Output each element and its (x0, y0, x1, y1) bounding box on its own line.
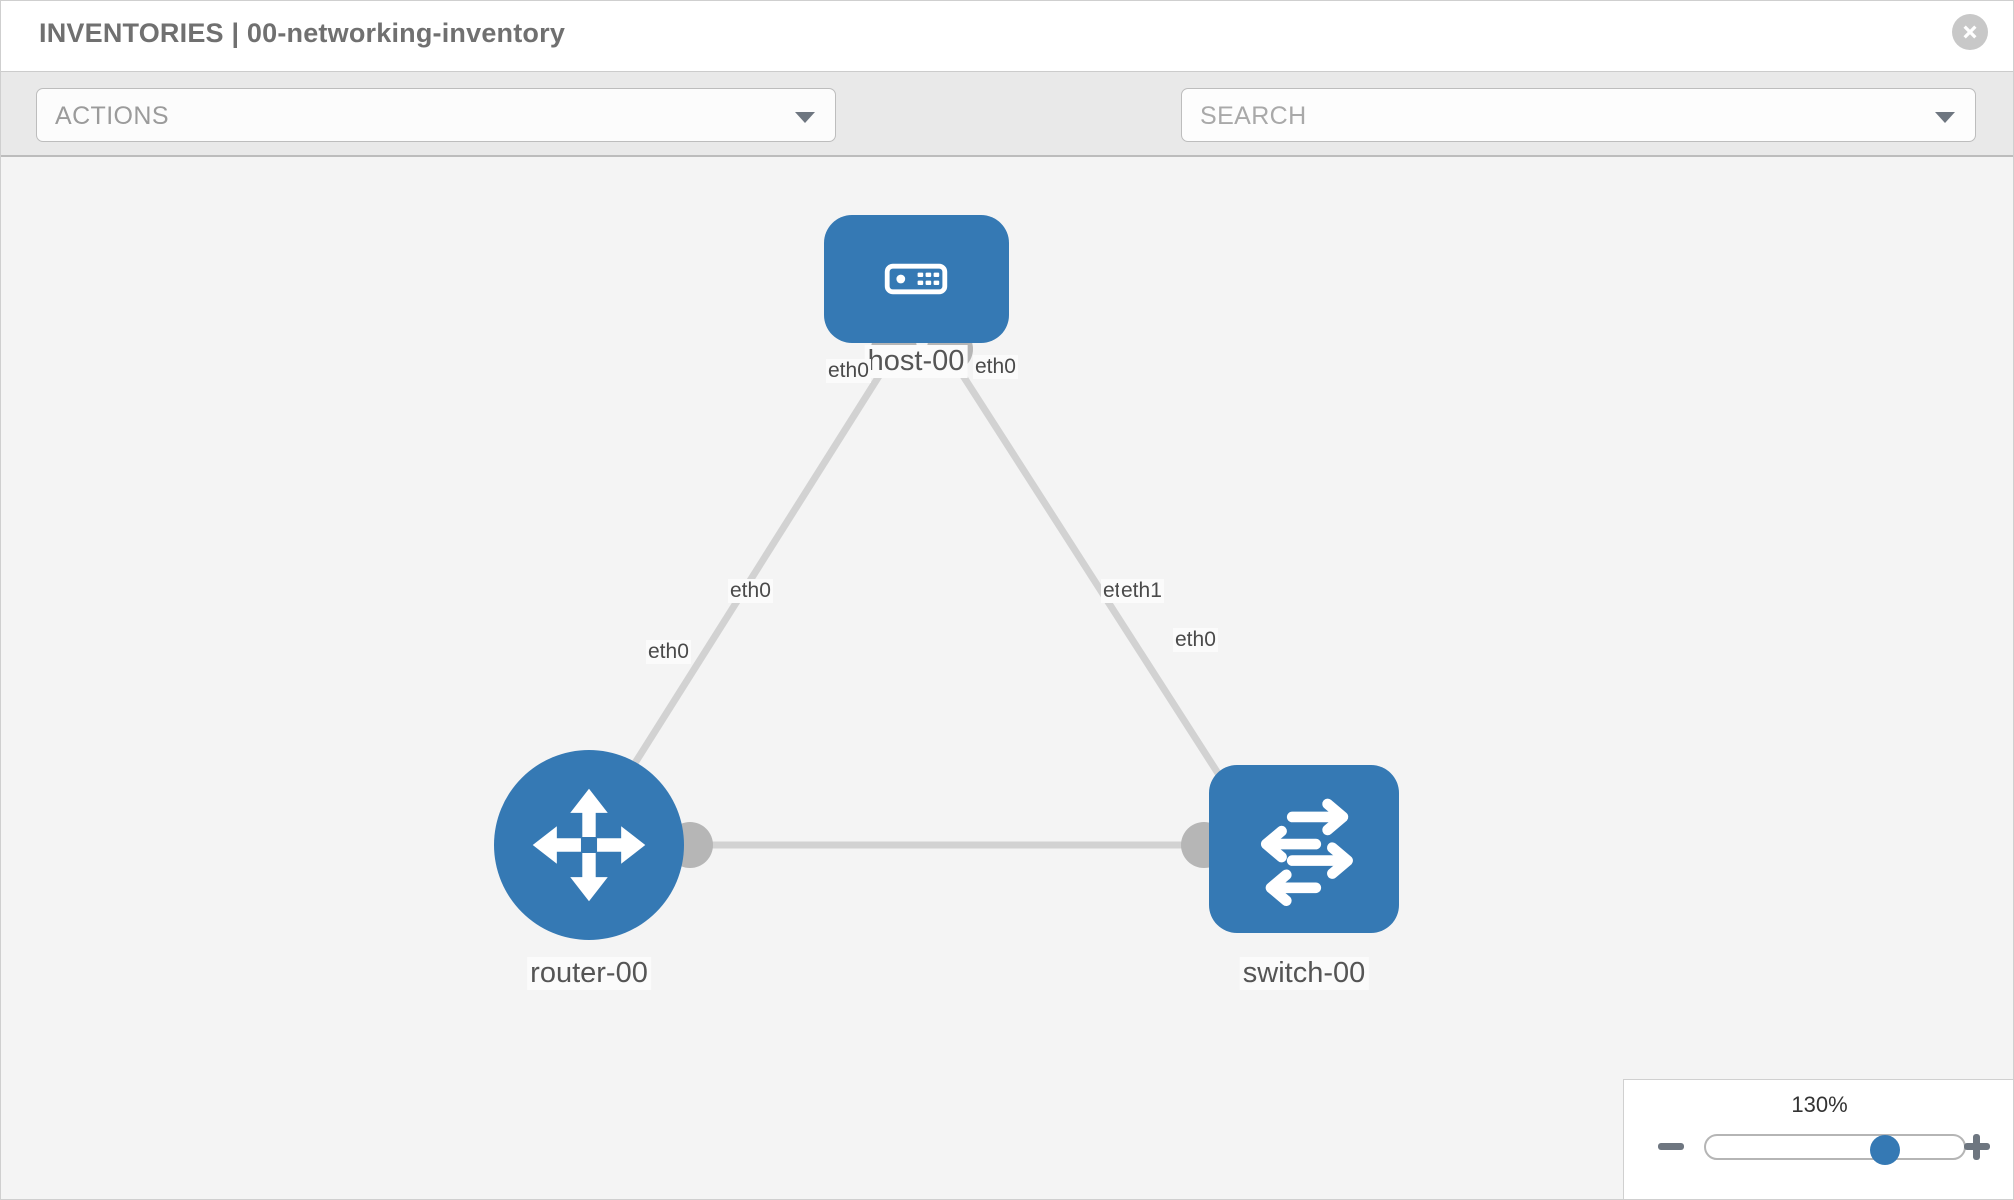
chevron-down-icon (795, 112, 815, 123)
link-host00-switch00[interactable] (948, 355, 1249, 819)
window-header: INVENTORIES | 00-networking-inventory (1, 1, 2013, 71)
interface-label-host00-right: eth0 (973, 355, 1018, 379)
node-label-switch-00: switch-00 (1239, 957, 1369, 990)
close-icon[interactable] (1952, 14, 1988, 50)
node-label-router-00: router-00 (527, 957, 651, 990)
interface-label-switch00-eth0-uplink: eth0 (1173, 628, 1218, 652)
plus-icon[interactable] (1962, 1132, 1992, 1162)
node-router-00[interactable] (494, 750, 684, 940)
interface-label-router00-eth0-uplink: eth0 (646, 640, 691, 664)
page-title: INVENTORIES | 00-networking-inventory (39, 18, 566, 48)
zoom-percent-label: 130% (1791, 1092, 1848, 1117)
minus-icon[interactable] (1656, 1132, 1686, 1162)
interface-label-host00-left: eth0 (826, 359, 871, 383)
actions-dropdown-label: ACTIONS (55, 102, 169, 130)
node-label-host-00: host-00 (864, 345, 968, 378)
node-switch-00[interactable] (1209, 765, 1399, 933)
search-placeholder: SEARCH (1200, 102, 1307, 130)
node-host-00[interactable] (824, 215, 1009, 343)
chevron-down-icon[interactable] (1935, 112, 1955, 123)
interface-label-router00-eth0: eth0 (728, 579, 773, 603)
actions-dropdown[interactable]: ACTIONS (36, 88, 836, 142)
topology-canvas[interactable]: host-00 router-00 switch-00 eth0 eth0 et… (1, 157, 2013, 1199)
interface-label-switch00-eth1: eth1 (1119, 579, 1164, 603)
toolbar: ACTIONS SEARCH (1, 71, 2013, 202)
zoom-slider[interactable] (1704, 1134, 1966, 1165)
zoom-slider-thumb[interactable] (1870, 1135, 1900, 1165)
topology-graph (494, 215, 1399, 940)
zoom-slider-row (1624, 1126, 2013, 1170)
search-input[interactable]: SEARCH (1181, 88, 1976, 142)
zoom-control-panel: 130% (1623, 1079, 2013, 1199)
